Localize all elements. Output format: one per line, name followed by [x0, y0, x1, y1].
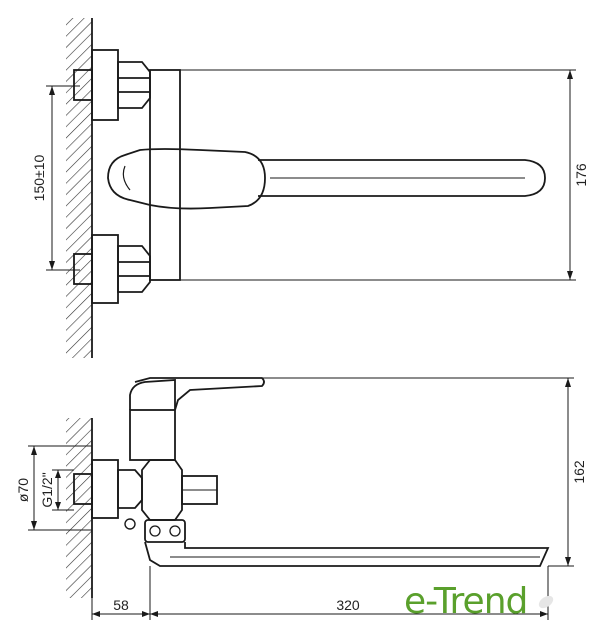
wall-offset-label: 58 — [113, 597, 129, 613]
mixer-body-side — [129, 409, 176, 461]
lower-connector — [73, 234, 151, 304]
top-dimensions — [46, 69, 576, 281]
spout-length-label: 320 — [336, 597, 360, 613]
outlet-diameter-label: ø70 — [15, 478, 31, 502]
brand-logo: e-Trend — [404, 581, 528, 622]
spout-side — [144, 541, 550, 567]
inlet-spacing-label: 150±10 — [31, 154, 47, 201]
wall-top — [66, 18, 92, 358]
top-view — [66, 18, 548, 358]
lever-handle-side — [134, 377, 265, 411]
side-height-label: 162 — [571, 460, 587, 484]
side-dimensions — [28, 377, 574, 620]
escutcheon — [91, 459, 119, 519]
leaf-icon — [538, 595, 554, 609]
diverter-knob — [144, 519, 186, 543]
spout-top — [258, 159, 546, 197]
body-nut — [141, 459, 183, 521]
lever-handle-top — [107, 148, 266, 210]
thread-label: G1/2" — [39, 472, 55, 507]
top-height-label: 176 — [573, 163, 589, 187]
mixer-body-top — [149, 69, 181, 281]
side-view — [66, 377, 550, 598]
wall-side — [66, 418, 92, 598]
